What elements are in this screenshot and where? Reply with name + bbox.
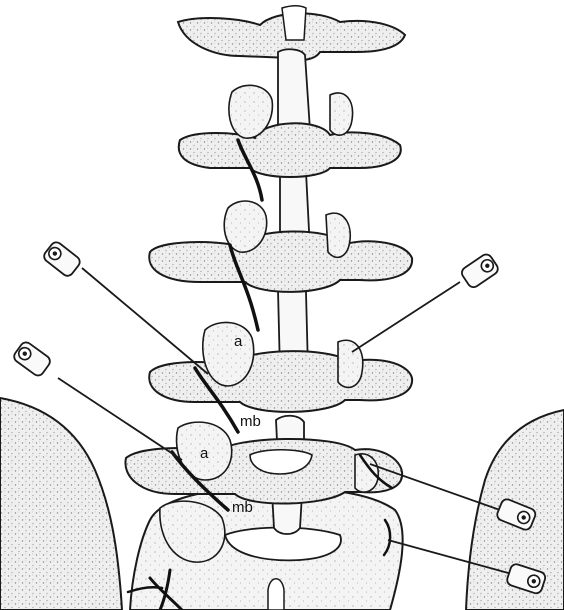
vertebra-l5 [125, 422, 402, 503]
label-a-lower: a [200, 445, 209, 462]
label-a-upper: a [234, 333, 243, 350]
label-mb-lower: mb [232, 499, 253, 516]
left-ilium [0, 398, 122, 610]
label-mb-upper: mb [240, 413, 261, 430]
